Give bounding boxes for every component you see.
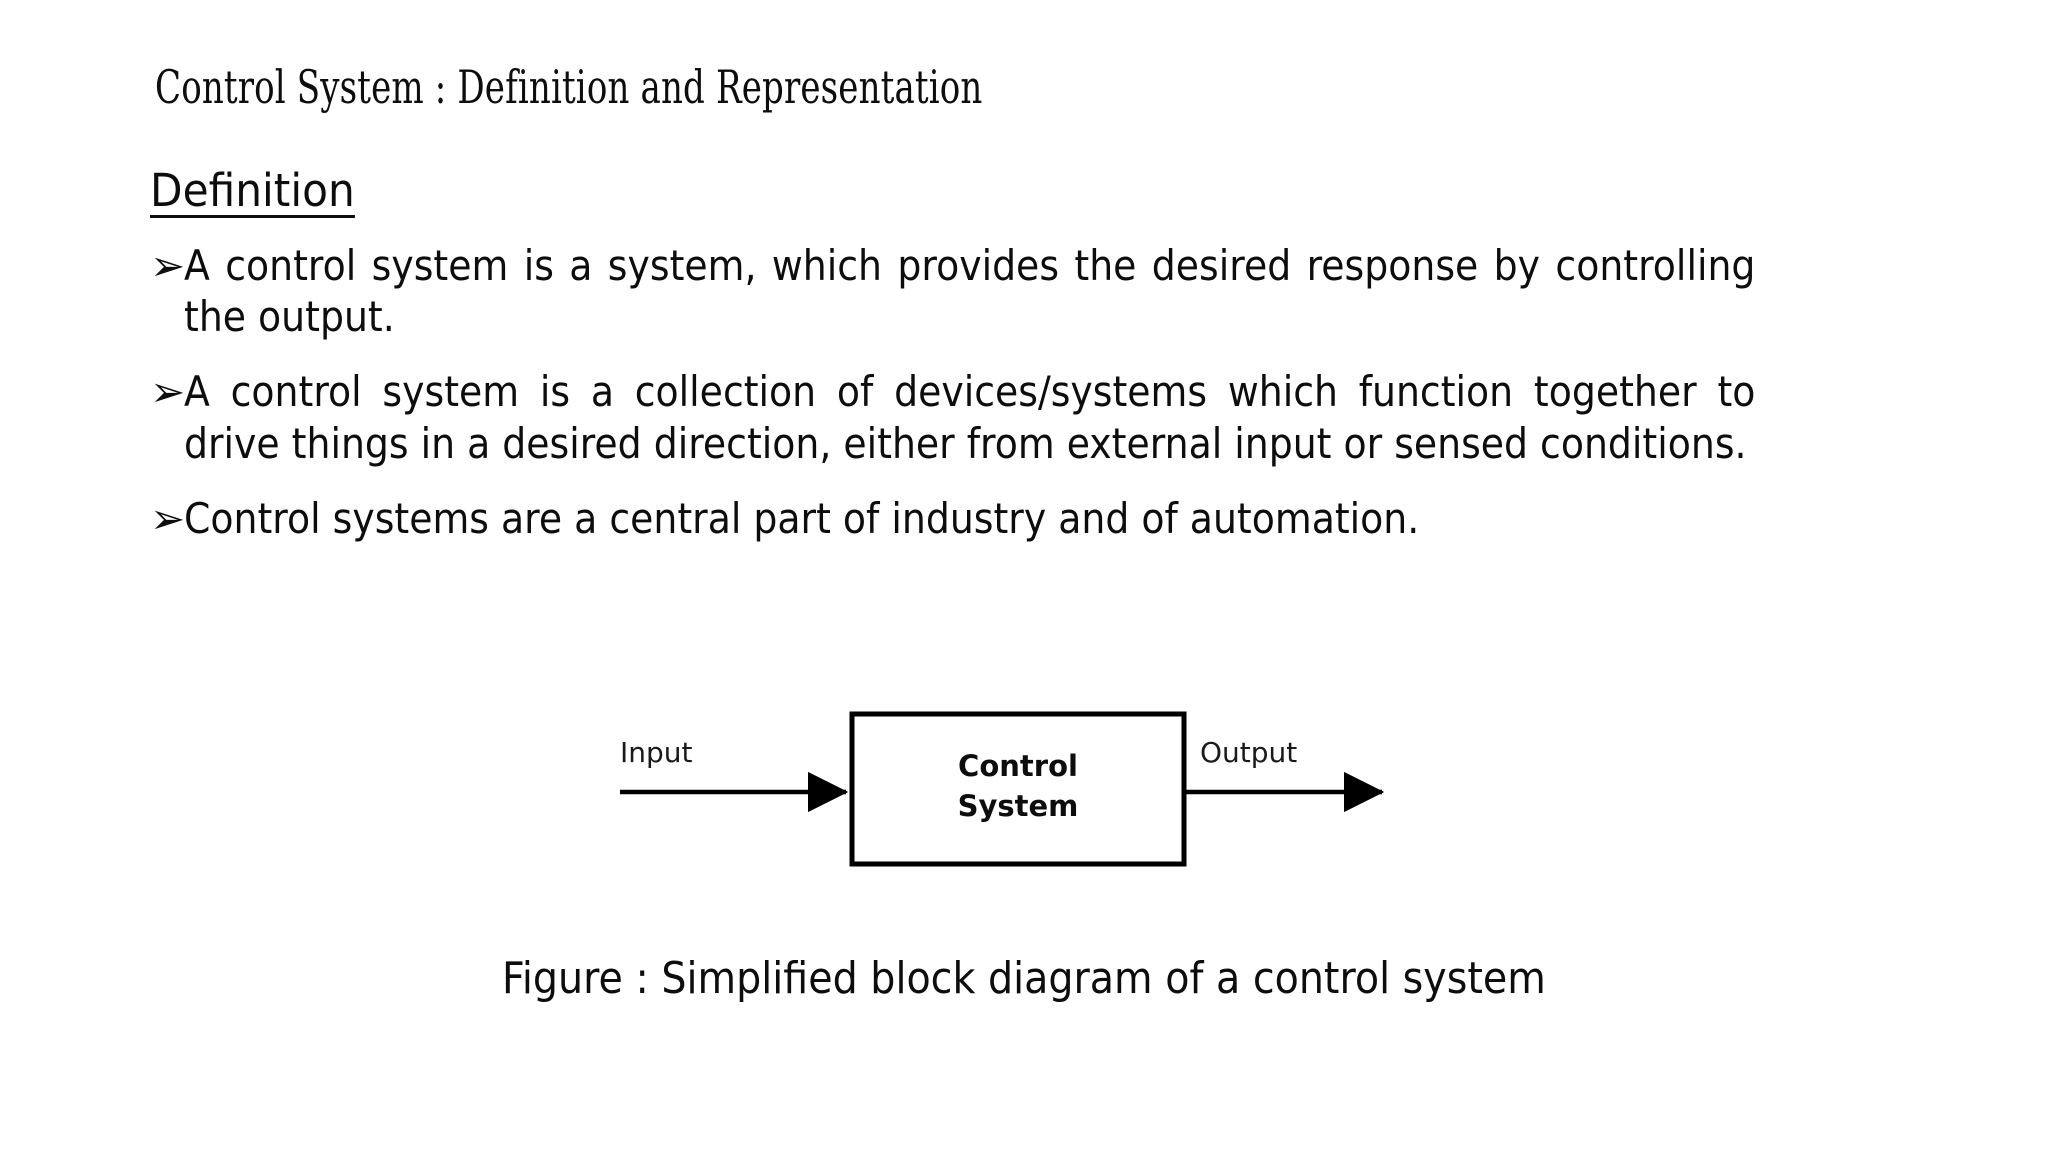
input-label: Input bbox=[620, 736, 693, 769]
block-label-line1: Control bbox=[958, 749, 1078, 783]
page-title: Control System : Definition and Represen… bbox=[155, 60, 983, 114]
figure-caption: Figure : Simplified block diagram of a c… bbox=[0, 953, 2048, 1004]
bullet-item-3: ➢ Control systems are a central part of … bbox=[150, 493, 1930, 544]
control-system-block bbox=[849, 711, 1187, 867]
arrow-bullet-icon: ➢ bbox=[150, 241, 186, 290]
bullet-item-2: ➢ A control system is a collection of de… bbox=[150, 366, 1930, 468]
arrow-bullet-icon: ➢ bbox=[150, 367, 186, 417]
figure-caption-text: Figure : Simplified block diagram of a c… bbox=[502, 953, 1546, 1004]
bullet-text-1: A control system is a system, which prov… bbox=[184, 241, 1756, 342]
output-label: Output bbox=[1200, 736, 1297, 769]
bullet-text-2: A control system is a collection of devi… bbox=[184, 367, 1756, 468]
arrow-bullet-icon: ➢ bbox=[150, 493, 186, 543]
section-heading-definition: Definition bbox=[150, 164, 355, 218]
bullet-item-1: ➢ A control system is a system, which pr… bbox=[150, 240, 1930, 342]
bullet-text-3: Control systems are a central part of in… bbox=[184, 493, 1420, 543]
content-body: Definition ➢ A control system is a syste… bbox=[150, 168, 1930, 568]
block-label-line2: System bbox=[958, 789, 1079, 823]
block-diagram: Input Output Control System bbox=[600, 690, 1400, 890]
